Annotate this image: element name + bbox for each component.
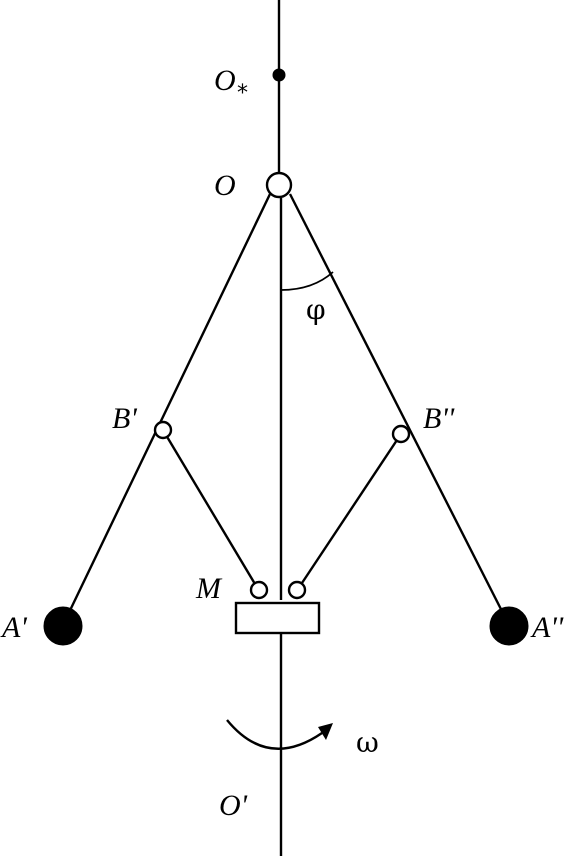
link-b-double-prime-m [297,433,402,590]
arm-o-a-prime [61,193,272,626]
link-b-prime-m [161,429,260,590]
mass-a-prime [43,606,83,646]
label-o-star-sub: * [237,81,248,106]
label-o-star: O [214,64,236,97]
label-a-prime: A' [0,611,27,644]
rotation-arrow [226,719,323,750]
rotation-arrowhead [318,723,333,740]
label-phi: φ [306,293,326,326]
hinge-o [265,171,293,199]
label-b-prime: B' [112,402,137,435]
hinge-b-double-prime [391,424,411,444]
label-omega: ω [356,726,379,759]
label-m: M [195,572,223,605]
arm-o-a-double-prime [288,193,511,626]
label-a-double-prime: A'' [530,611,564,644]
label-o-prime: O' [219,789,248,822]
label-o: O [214,169,236,202]
mass-a-double-prime [489,606,529,646]
hinge-m-left [249,580,269,600]
label-b-double-prime: B'' [423,402,455,435]
angle-phi-arc [280,271,334,291]
hinge-m-right [287,580,307,600]
point-o-star [272,68,286,82]
sleeve-m [234,601,321,635]
hinge-b-prime [153,420,173,440]
